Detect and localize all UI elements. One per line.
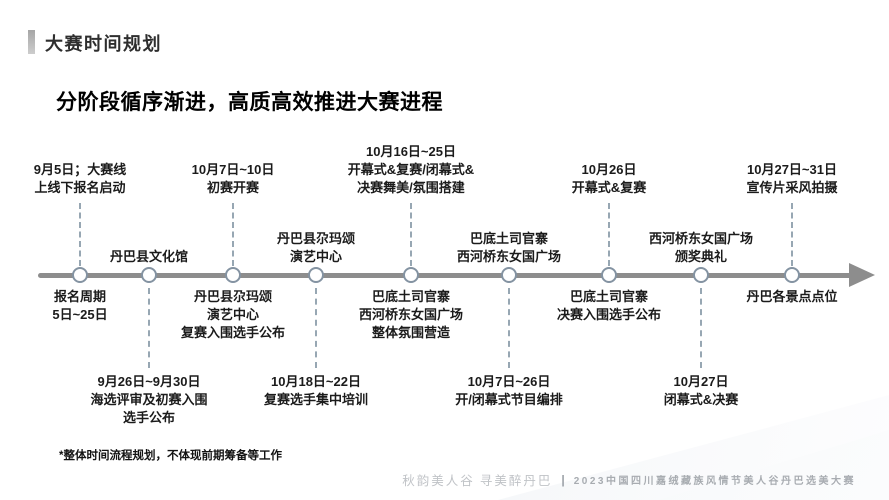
timeline-arrow-icon [849,263,875,287]
dashed-connector [608,203,610,266]
footer-slogan: 秋韵美人谷 寻美醉丹巴 [402,474,553,488]
dashed-connector [79,203,81,266]
timeline-node [225,267,241,283]
timeline-node [403,267,419,283]
milestone-bottom-date: 9月26日~9月30日 海选评审及初赛入围 选手公布 [90,374,208,425]
milestone-venue-label: 丹巴县文化馆 [109,249,189,265]
milestone-bottom-date: 10月7日~26日 开/闭幕式节目编排 [455,374,563,407]
milestone-below-label: 报名周期 5日~25日 [52,289,108,322]
milestone-below-label: 巴底土司官寨 西河桥东女国广场 整体氛围营造 [358,289,464,340]
milestone-venue-label: 巴底土司官寨 西河桥东女国广场 [456,231,562,265]
slide-main-title: 分阶段循序渐进，高质高效推进大赛进程 [56,91,443,114]
section-title-accent-bar [28,30,35,54]
footer-divider: | [561,472,565,487]
timeline-node [308,267,324,283]
timeline-node [501,267,517,283]
section-title: 大赛时间规划 [45,34,162,54]
timeline-node [601,267,617,283]
timeline-node [72,267,88,283]
milestone-top-date: 10月26日 开幕式&复赛 [571,162,647,196]
milestone-bottom-date: 10月27日 闭幕式&决赛 [663,374,739,407]
milestone-bottom-date: 10月18日~22日 复赛选手集中培训 [263,374,369,407]
milestone-below-label: 巴底土司官寨 决赛入围选手公布 [556,289,662,322]
milestone-top-date: 10月27日~31日 宣传片采风拍摄 [746,162,838,196]
milestone-top-date: 10月7日~10日 初赛开赛 [191,162,275,196]
timeline-axis [38,273,856,278]
dashed-connector [791,203,793,266]
dashed-connector [232,203,234,266]
dashed-connector [410,203,412,266]
dashed-connector [315,288,317,368]
timeline-node [784,267,800,283]
dashed-connector [148,288,150,368]
milestone-top-date: 9月5日；大赛线 上线下报名启动 [33,162,127,196]
dashed-connector [700,288,702,368]
milestone-venue-label: 丹巴县尕玛颂 演艺中心 [276,231,356,265]
dashed-connector [508,288,510,368]
milestone-venue-label: 西河桥东女国广场 颁奖典礼 [648,231,754,265]
timeline-node [141,267,157,283]
milestone-below-label: 丹巴县尕玛颂 演艺中心 复赛入围选手公布 [180,289,286,340]
milestone-top-date: 10月16日~25日 开幕式&复赛/闭幕式& 决赛舞美/氛围搭建 [347,144,475,196]
footer-branding: 秋韵美人谷 寻美醉丹巴 | 2023中国四川嘉绒藏族风情节美人谷丹巴选美大赛 [402,470,856,489]
footnote-text: *整体时间流程规划，不体现前期筹备等工作 [59,450,282,462]
footer-event-name: 2023中国四川嘉绒藏族风情节美人谷丹巴选美大赛 [573,476,856,487]
timeline-node [693,267,709,283]
milestone-below-label: 丹巴各景点点位 [746,289,838,304]
